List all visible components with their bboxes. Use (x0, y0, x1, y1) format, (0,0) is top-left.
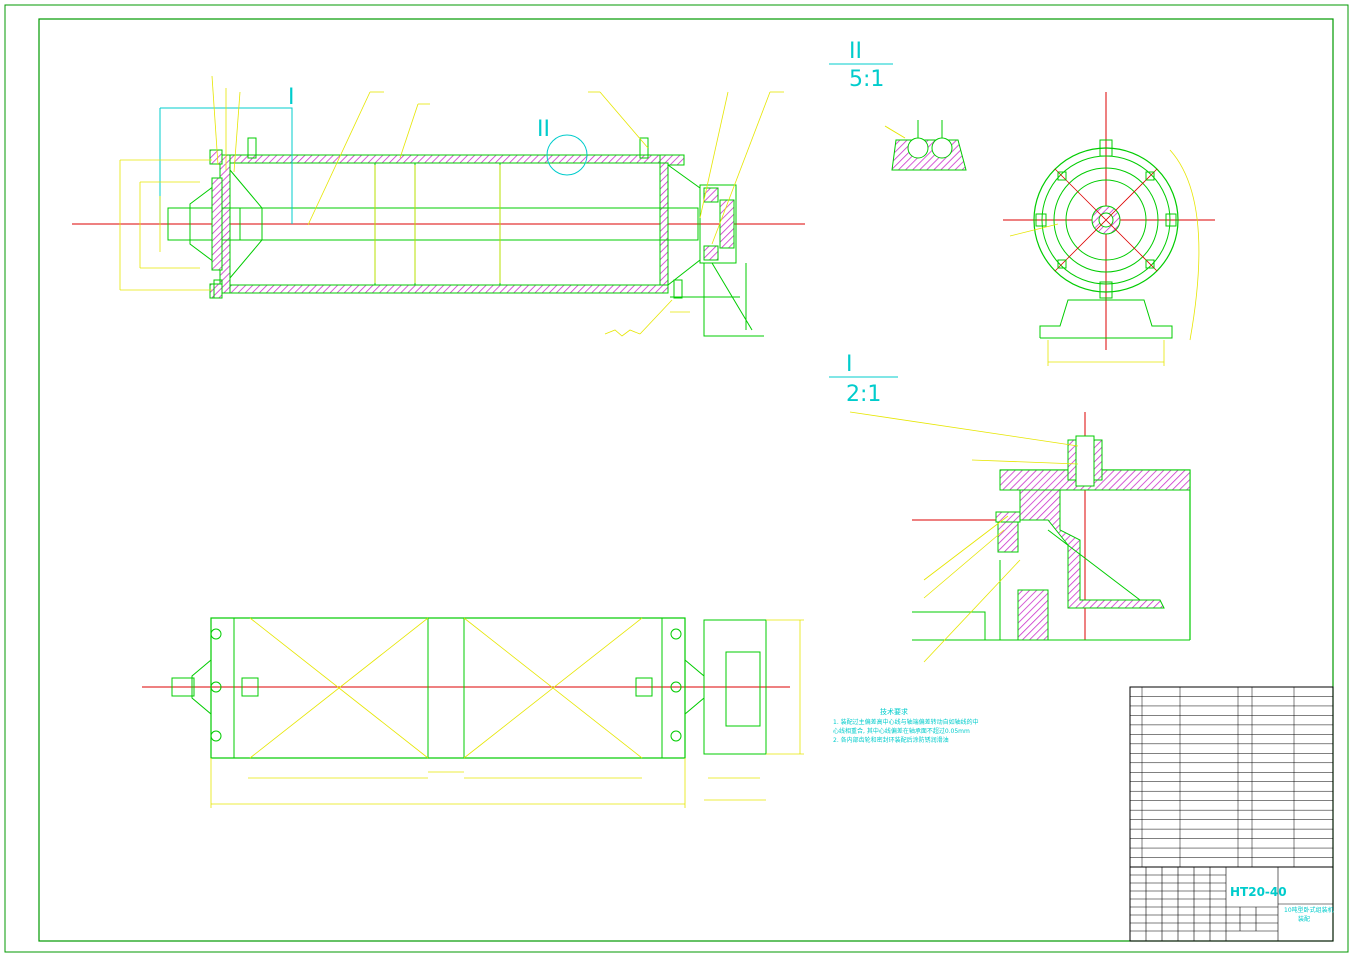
drawing-number: HT20-40 (1230, 885, 1287, 899)
notes-line-2: 心线相重合, 其中心线偏差在轴承面不超过0.05mm (833, 727, 970, 735)
detail-two-title: II (849, 39, 862, 64)
sheet-frame (4, 4, 1349, 953)
detail-one-title: I (846, 352, 853, 377)
parts-list (1129, 686, 1334, 868)
detail-one-view (849, 411, 1191, 663)
detail-one-scale: 2:1 (846, 382, 881, 407)
drawing-name-line2: 装配 (1298, 915, 1310, 923)
notes-heading: 技术要求 (880, 707, 908, 716)
top-view (142, 617, 804, 808)
detail-two-scale: 5:1 (849, 67, 884, 92)
detail-one-label-main: I (288, 85, 295, 110)
title-block: HT20-40 10吨型卧式组装机 装配 (1129, 866, 1334, 942)
side-view (1003, 92, 1215, 366)
detail-two-label-main: II (537, 117, 550, 142)
detail-labels: I II II 5:1 I 2:1 (288, 39, 884, 407)
main-section-view (72, 75, 805, 337)
technical-notes: 技术要求 1. 装配过主偏差高中心线与轴端偏差转动自如轴线的中 心线相重合, 其… (833, 707, 979, 744)
notes-line-1: 1. 装配过主偏差高中心线与轴端偏差转动自如轴线的中 (833, 718, 979, 726)
drawing-name-line1: 10吨型卧式组装机 (1284, 906, 1334, 914)
detail-two-view (884, 120, 967, 171)
notes-line-3: 2. 各内部齿轮和密封环装配后涂防锈润滑油 (833, 736, 949, 744)
